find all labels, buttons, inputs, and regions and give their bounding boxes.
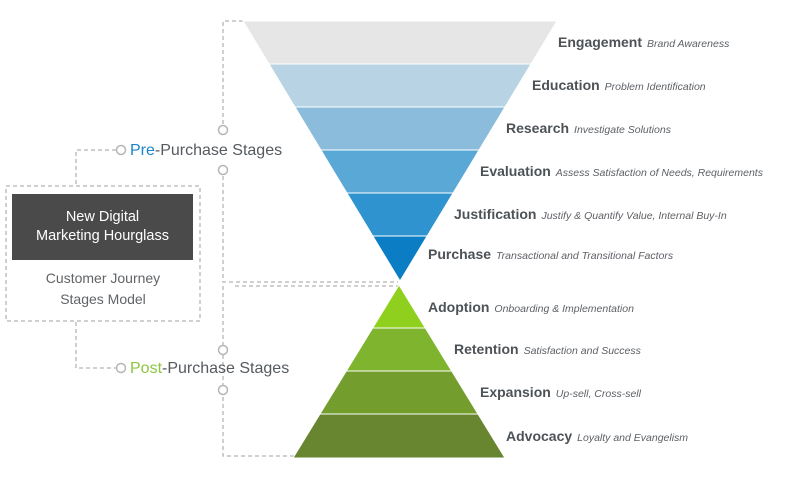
stage-name: Expansion xyxy=(480,384,551,400)
connector-node xyxy=(217,124,229,136)
model-subtitle: Customer Journey Stages Model xyxy=(45,270,161,307)
stage-description: Problem Identification xyxy=(604,81,706,93)
connector-lines xyxy=(5,20,398,457)
funnel-segment-purchase xyxy=(371,235,429,282)
stage-label-advocacy: Advocacy Loyalty and Evangelism xyxy=(506,428,688,446)
stage-description: Transactional and Transitional Factors xyxy=(496,250,674,262)
connector-node xyxy=(217,164,229,176)
stage-description: Brand Awareness xyxy=(647,38,730,50)
stage-name: Retention xyxy=(454,341,519,357)
funnel-segment-engagement xyxy=(242,20,558,65)
stage-description: Assess Satisfaction of Needs, Requiremen… xyxy=(555,167,763,179)
connector-line xyxy=(75,322,123,369)
pre-purchase-label: Pre-Purchase Stages xyxy=(130,142,282,160)
stage-description: Loyalty and Evangelism xyxy=(577,432,689,444)
stage-label-education: Education Problem Identification xyxy=(532,77,706,95)
stage-name: Advocacy xyxy=(506,428,573,444)
connector-line xyxy=(75,149,123,186)
stage-label-retention: Retention Satisfaction and Success xyxy=(454,341,641,359)
pre-purchase-funnel xyxy=(242,20,558,282)
funnel-segment-justification xyxy=(345,192,455,237)
connector-node xyxy=(115,144,127,156)
model-dashed-border xyxy=(5,185,201,322)
post-purchase-accent: Post xyxy=(130,360,163,377)
pyramid-segment-adoption xyxy=(371,284,427,329)
stage-label-research: Research Investigate Solutions xyxy=(506,120,671,138)
post-purchase-label: Post-Purchase Stages xyxy=(130,360,289,378)
stage-name: Education xyxy=(532,77,600,93)
stage-label-engagement: Engagement Brand Awareness xyxy=(558,34,729,52)
pyramid-segment-advocacy xyxy=(292,413,506,459)
pyramid-segment-expansion xyxy=(319,370,479,415)
stage-label-evaluation: Evaluation Assess Satisfaction of Needs, … xyxy=(480,163,763,181)
connector-node xyxy=(115,362,127,374)
connector-node xyxy=(217,384,229,396)
funnel-segment-education xyxy=(268,63,532,108)
stage-name: Research xyxy=(506,120,570,136)
post-purchase-rest: -Purchase Stages xyxy=(162,360,290,377)
connector-line xyxy=(222,355,296,457)
stage-description: Investigate Solutions xyxy=(574,124,671,136)
stage-label-adoption: Adoption Onboarding & Implementation xyxy=(428,299,634,317)
stage-name: Adoption xyxy=(428,299,490,315)
stage-label-purchase: Purchase Transactional and Transitional F… xyxy=(428,246,673,264)
connector-node xyxy=(217,344,229,356)
stage-description: Up-sell, Cross-sell xyxy=(555,388,641,400)
connector-line xyxy=(222,176,398,283)
pyramid-segment-retention xyxy=(345,327,453,372)
funnel-segment-research xyxy=(294,106,506,151)
stage-name: Purchase xyxy=(428,246,492,262)
post-purchase-pyramid xyxy=(292,284,506,459)
stage-description: Justify & Quantify Value, Internal Buy-I… xyxy=(541,210,727,222)
funnel-segment-evaluation xyxy=(320,149,480,194)
pre-purchase-accent: Pre xyxy=(130,142,155,159)
stage-name: Engagement xyxy=(558,34,643,50)
connector-line xyxy=(222,20,243,124)
pre-purchase-rest: -Purchase Stages xyxy=(154,142,283,159)
stage-description: Satisfaction and Success xyxy=(523,345,641,357)
stage-description: Onboarding & Implementation xyxy=(494,303,634,315)
stage-label-justification: Justification Justify & Quantify Value, I… xyxy=(454,206,727,224)
stage-name: Evaluation xyxy=(480,163,551,179)
model-title-box: New Digital Marketing Hourglass xyxy=(12,194,193,260)
stage-label-expansion: Expansion Up-sell, Cross-sell xyxy=(480,384,641,402)
stage-name: Justification xyxy=(454,206,537,222)
